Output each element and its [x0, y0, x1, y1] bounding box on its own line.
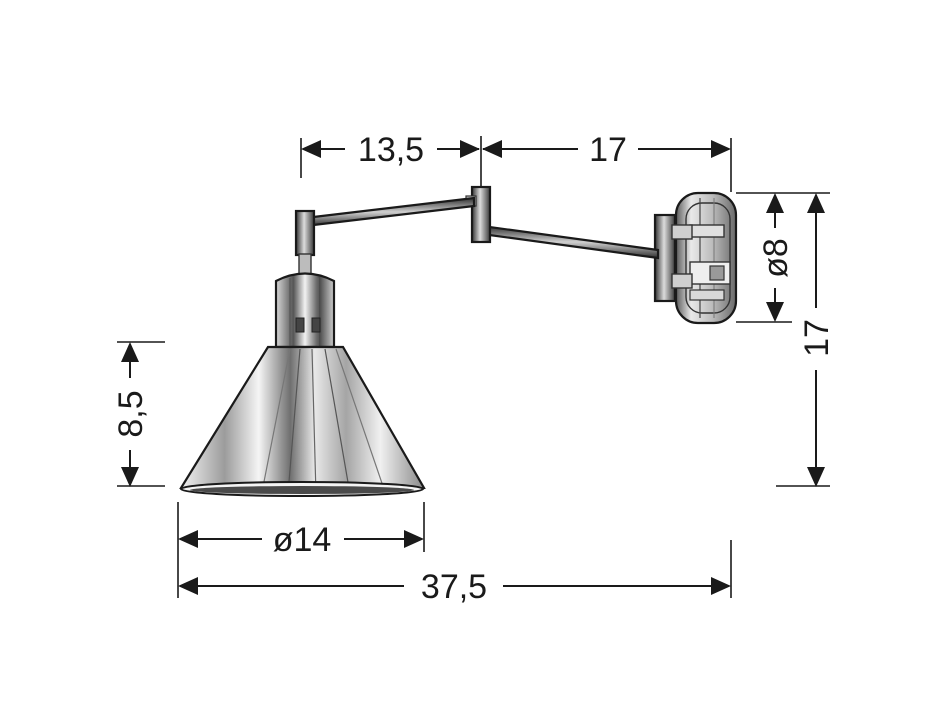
dim-shade-diameter: ø14: [177, 502, 425, 559]
lamp-illustration: [179, 185, 738, 497]
dim-top-left-width: 13,5: [300, 131, 482, 186]
dim-shade-height-label: 8,5: [112, 390, 150, 437]
dim-top-left-width-label: 13,5: [358, 131, 424, 169]
dim-right-height-label: 17: [798, 319, 836, 357]
shade-joint: [294, 209, 316, 257]
middle-joint: [470, 185, 492, 244]
dim-top-right-width: 17: [482, 131, 732, 192]
wall-plate: [674, 191, 738, 325]
left-arm: [303, 196, 476, 228]
dim-shade-height: 8,5: [112, 341, 165, 487]
dim-plate-diameter: ø8: [736, 192, 795, 323]
dim-total-width-label: 37,5: [421, 568, 487, 606]
lamp-shade: [179, 345, 426, 497]
shade-neck: [274, 272, 336, 349]
right-arm: [480, 224, 660, 260]
wall-bracket: [653, 213, 693, 303]
dim-plate-diameter-label: ø8: [757, 238, 795, 278]
dim-shade-diameter-label: ø14: [273, 521, 332, 559]
dim-right-height: 17: [776, 192, 836, 487]
dim-top-right-width-label: 17: [589, 131, 627, 169]
dim-total-width: 37,5: [177, 540, 732, 606]
